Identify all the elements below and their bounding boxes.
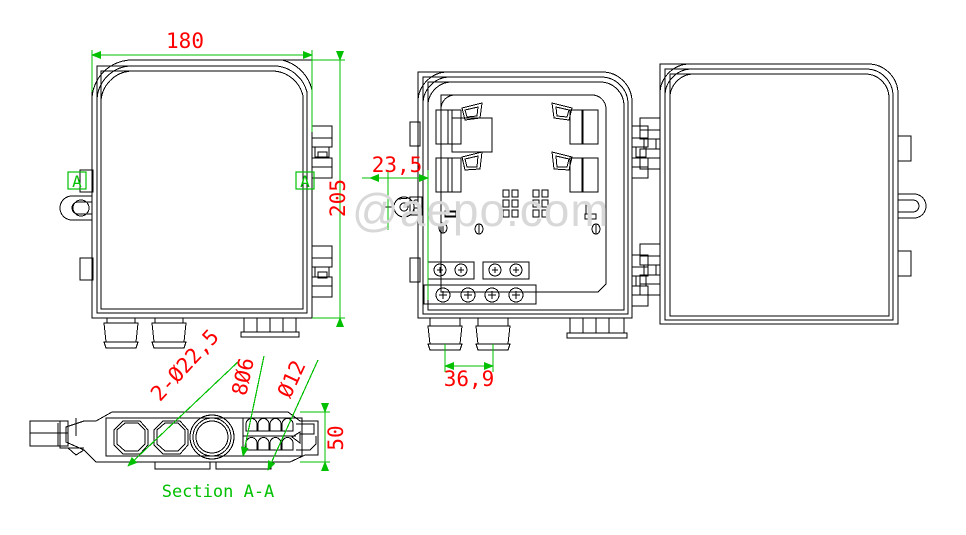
terminal-strip xyxy=(423,284,537,305)
dim-text-50: 50 xyxy=(324,425,348,450)
gland-right-bank xyxy=(240,317,300,338)
cut-mark-right-box xyxy=(295,171,315,190)
gland-mid xyxy=(151,317,187,349)
round-gland xyxy=(189,414,235,460)
view-open-interior xyxy=(385,71,649,351)
clip-bl xyxy=(461,151,483,171)
hex-gland-1 xyxy=(113,420,149,455)
cut-label-a-left: A xyxy=(72,172,82,191)
clip-tr xyxy=(551,102,573,121)
dim-text-235: 23,5 xyxy=(372,153,423,177)
terminal-block-1 xyxy=(427,261,475,280)
clip-tl xyxy=(461,102,483,121)
section-caption: Section A-A xyxy=(162,482,275,502)
terminal-block-2 xyxy=(482,261,530,280)
dim-text-205: 205 xyxy=(326,179,350,217)
dim-text-180: 180 xyxy=(166,29,204,53)
cut-mark-left-box xyxy=(67,171,87,190)
leader-22-5 xyxy=(127,359,241,467)
view-cover xyxy=(639,63,927,325)
view-section-aa xyxy=(29,411,319,470)
lock-mechanism xyxy=(385,196,423,218)
leader-8x6 xyxy=(240,355,265,457)
cut-label-a-right: A xyxy=(300,172,310,191)
leader-12 xyxy=(267,359,319,471)
dim-text-hole-mid: Ø12 xyxy=(273,357,311,402)
dim-text-hole-small: 8Ø6 xyxy=(227,355,258,397)
dim-text-369: 36,9 xyxy=(444,367,495,391)
small-hole-bank xyxy=(242,418,296,456)
gland-left xyxy=(103,317,139,349)
clip-br xyxy=(551,151,573,171)
view-front-closed xyxy=(59,59,333,349)
hex-gland-2 xyxy=(153,420,189,455)
